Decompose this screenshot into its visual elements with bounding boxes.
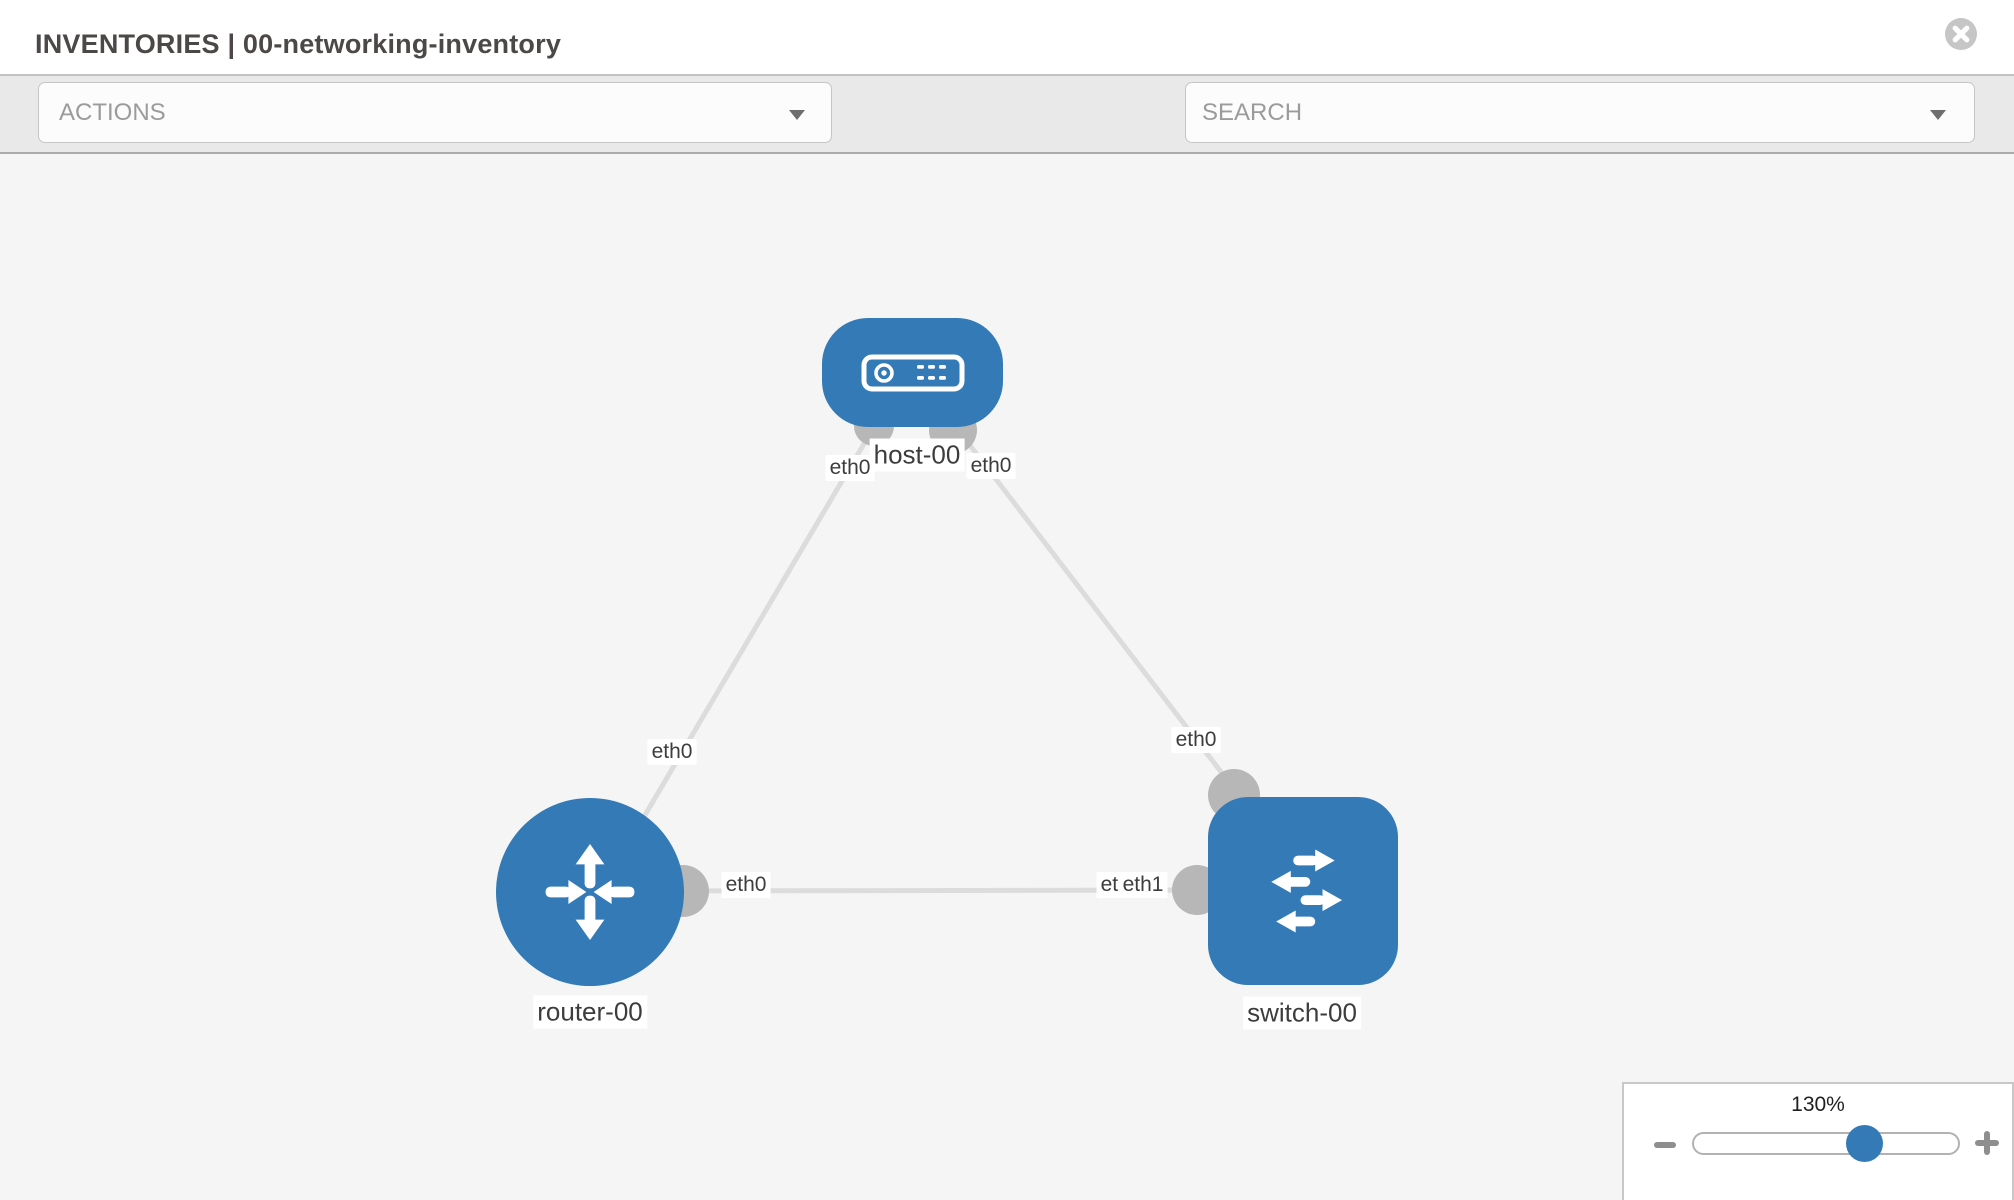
iface-label-switch-top: eth0 — [1171, 727, 1221, 753]
iface-label-host-left: eth0 — [825, 455, 875, 481]
router-icon — [545, 844, 635, 940]
actions-dropdown-label: ACTIONS — [59, 99, 166, 126]
host-label: host-00 — [869, 438, 965, 472]
zoom-level-value: 130% — [1791, 1093, 1845, 1116]
close-icon — [1945, 18, 1977, 50]
iface-label-router-top: eth0 — [647, 739, 697, 765]
search-dropdown[interactable]: SEARCH — [1185, 82, 1975, 143]
plus-icon — [1984, 1131, 1990, 1155]
search-dropdown-label: SEARCH — [1202, 99, 1303, 126]
page-title: INVENTORIES | 00-networking-inventory — [35, 29, 562, 59]
link-host-router[interactable] — [599, 418, 881, 890]
close-button[interactable] — [1944, 17, 1978, 51]
zoom-slider[interactable] — [1692, 1132, 1960, 1155]
iface-label-host-right: eth0 — [966, 453, 1016, 479]
switch-icon — [1271, 849, 1343, 933]
router-label: router-00 — [533, 995, 647, 1029]
node-host-00[interactable] — [822, 318, 1003, 427]
zoom-in-button[interactable] — [1975, 1131, 1999, 1155]
chevron-down-icon — [789, 110, 805, 120]
zoom-panel: 130% — [1622, 1082, 2014, 1200]
zoom-out-button[interactable] — [1654, 1142, 1676, 1148]
host-icon — [861, 354, 964, 391]
topology-canvas: host-00 router-00 switch-00 eth0 eth0 et… — [0, 154, 2014, 1200]
zoom-slider-knob[interactable] — [1846, 1125, 1883, 1162]
actions-dropdown[interactable]: ACTIONS — [38, 82, 832, 143]
toolbar: ACTIONS SEARCH — [0, 74, 2014, 207]
node-switch-00[interactable] — [1208, 797, 1398, 985]
header: INVENTORIES | 00-networking-inventory — [0, 0, 2014, 74]
switch-label: switch-00 — [1243, 996, 1361, 1030]
node-router-00[interactable] — [496, 798, 684, 986]
chevron-down-icon — [1930, 110, 1946, 120]
iface-label-switch-left: eth1 — [1118, 872, 1168, 898]
links-layer — [599, 406, 1260, 917]
iface-label-router-right: eth0 — [721, 872, 771, 898]
